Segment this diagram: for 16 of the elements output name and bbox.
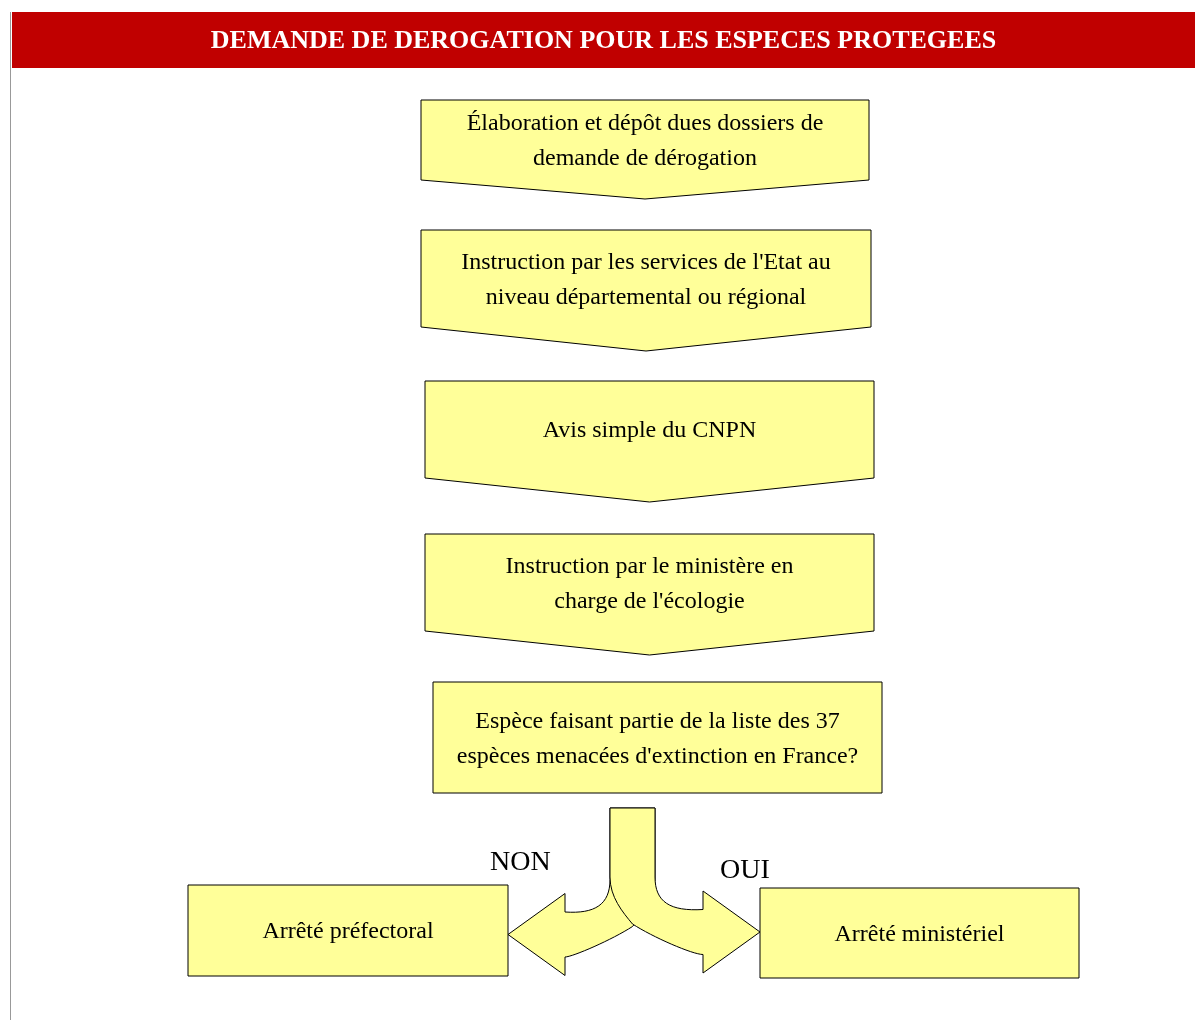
title-banner: DEMANDE DE DEROGATION POUR LES ESPECES PROTEGEES (12, 12, 1195, 68)
process-box (188, 885, 508, 976)
node-text: Espèce faisant partie de la liste des 37 espèces menacées d'extinction en France? (455, 705, 860, 770)
chevron-process-box (425, 381, 874, 502)
node-text: Arrêté préfectoral (261, 916, 435, 945)
node-text: Instruction par les services de l'Etat au niveau départemental ou régional (460, 246, 832, 311)
process-box (760, 888, 1079, 978)
node-text: Instruction par le ministère en charge de l'écologie (504, 550, 795, 615)
process-box (433, 682, 882, 793)
node-text: Arrêté ministériel (833, 918, 1006, 948)
node-text: Élaboration et dépôt dues dossiers de demande de dérogation (465, 108, 825, 172)
chevron-process-box (425, 534, 874, 655)
node-text: Avis simple du CNPN (541, 415, 758, 444)
chevron-process-box (421, 230, 871, 351)
chevron-process-box (421, 100, 869, 199)
block-arrow (609, 807, 761, 974)
